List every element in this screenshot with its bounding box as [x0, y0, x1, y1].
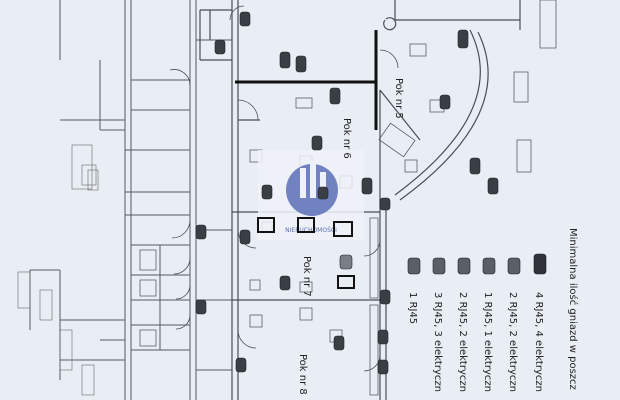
- socket-marker: [469, 157, 481, 175]
- socket-marker: [339, 254, 353, 270]
- socket-marker: [439, 94, 451, 110]
- socket-marker: [317, 186, 329, 200]
- socket-marker: [239, 229, 251, 245]
- socket-marker: [311, 135, 323, 151]
- socket-marker: [333, 335, 345, 351]
- fixtures: [139, 0, 557, 396]
- socket-marker: [329, 87, 341, 105]
- legend-swatch: [533, 253, 547, 275]
- socket-marker: [379, 197, 391, 211]
- socket-marker: [361, 177, 373, 195]
- socket-marker: [457, 29, 469, 49]
- legend-item-text: 4 RJ45, 4 elektryczn: [533, 292, 544, 392]
- legend-item-text: 1 RJ45: [407, 292, 418, 324]
- legend-items: 4 RJ45, 4 elektryczn 2 RJ45, 2 elektryczn…: [407, 253, 547, 392]
- socket-markers: [195, 11, 499, 375]
- socket-marker: [195, 299, 207, 315]
- socket-marker: [239, 11, 251, 27]
- legend-item-text: 2 RJ45, 2 elektryczn: [507, 292, 518, 392]
- socket-marker: [377, 359, 389, 375]
- highlighted-sockets: [257, 217, 355, 289]
- doors: [169, 5, 399, 372]
- legend-swatch: [432, 257, 446, 275]
- legend-swatch: [507, 257, 521, 275]
- walls-left: [29, 0, 232, 400]
- socket-marker: [379, 289, 391, 305]
- socket-marker: [295, 55, 307, 73]
- socket-marker: [279, 275, 291, 291]
- socket-marker: [377, 329, 389, 345]
- socket-marker: [261, 184, 273, 200]
- room-label-7: Pok nr 7: [301, 256, 312, 297]
- socket-marker: [195, 224, 207, 240]
- watermark-text: NIERUCHOMOŚCI: [285, 227, 337, 234]
- room-label-6: Pok nr 6: [341, 118, 352, 159]
- socket-marker: [214, 39, 226, 55]
- legend-item-text: 1 RJ45, 1 elektryczn: [482, 292, 493, 392]
- legend-swatch: [457, 257, 471, 275]
- curved-facade: [383, 17, 489, 201]
- watermark: NIERUCHOMOŚCI: [258, 150, 364, 240]
- legend-heading: Minimalna ilość gniazd w poszcz: [567, 228, 579, 390]
- legend-item-text: 2 RJ45, 2 elektryczn: [457, 292, 468, 392]
- socket-marker: [235, 357, 247, 373]
- socket-marker: [279, 51, 291, 69]
- room-label-5: Pok nr 5: [393, 78, 404, 119]
- left-labels: [17, 144, 99, 396]
- thick-walls: [235, 30, 378, 130]
- legend: Minimalna ilość gniazd w poszcz 4 RJ45, …: [407, 228, 579, 392]
- legend-swatch: [407, 257, 421, 275]
- legend-swatch: [482, 257, 496, 275]
- socket-marker: [487, 177, 499, 195]
- legend-item-text: 3 RJ45, 3 elektryczn: [432, 292, 443, 392]
- room-label-8: Pok nr 8: [297, 354, 308, 395]
